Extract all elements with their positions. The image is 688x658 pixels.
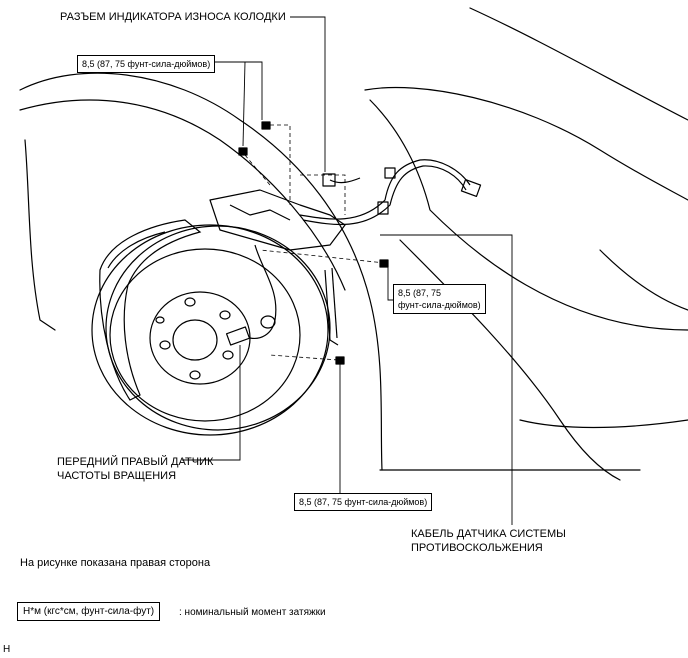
speed-sensor-label: ПЕРЕДНИЙ ПРАВЫЙ ДАТЧИК ЧАСТОТЫ ВРАЩЕНИЯ [57,456,214,482]
pad-wear-connector-label: РАЗЪЕМ ИНДИКАТОРА ИЗНОСА КОЛОДКИ [60,11,286,23]
knuckle-detail [229,204,291,221]
caliper [99,219,202,401]
lug-hole [184,297,196,307]
fender-inner [19,99,346,291]
speed-sensor [225,326,251,346]
body-line-1 [364,86,688,201]
speed-sensor-wire [249,244,277,340]
body-line-4 [599,249,688,311]
disc-outer [91,224,329,436]
legend-unit-box: Н*м (кгс*см, фунт-сила-фут) [17,602,161,621]
lug-hole [155,316,165,324]
hood-line [469,7,688,121]
leader-right-torque [387,264,393,301]
lug-hole [159,340,171,350]
lug-hole [219,310,231,320]
leader-top-torque [215,61,263,120]
cable-connector [460,179,482,197]
pad-wear-connector [322,173,336,187]
torque-box-bottom: 8,5 (87, 75 фунт-сила-дюймов) [294,493,433,511]
leader-skid-cable [380,234,513,525]
skid-cable-label: КАБЕЛЬ ДАТЧИКА СИСТЕМЫ ПРОТИВОСКОЛЬЖЕНИЯ [411,528,566,554]
leader-pad-wear [290,16,326,172]
cable-clip [377,201,389,215]
guide-dashed [259,249,386,264]
strut [324,269,339,346]
guide-dashed [269,354,339,361]
bolt-bottom [335,356,345,365]
cable-clip [384,167,396,179]
skid-cable-wire-2 [302,165,467,226]
guide-dashed [300,174,346,215]
disc-face [109,248,301,422]
lug-hole [189,370,201,380]
hub-ring [149,291,251,385]
torque-box-top: 8,5 (87, 75 фунт-сила-дюймов) [77,55,216,73]
bolt-top-2 [238,147,248,156]
leader-top-torque-2 [242,61,246,147]
strut-2 [331,267,338,339]
side-note: На рисунке показана правая сторона [20,557,211,569]
caliper-body [107,231,166,269]
bolt-right [379,259,389,268]
leader-speed-sensor [182,345,241,461]
fender-outline [19,72,383,471]
lug-hole [222,350,234,360]
corner-mark: H [3,644,11,655]
torque-box-right: 8,5 (87, 75 фунт-сила-дюймов) [393,284,486,314]
disc-edge [105,225,331,431]
legend-description: : номинальный момент затяжки [179,607,326,618]
hub-center [172,319,218,361]
body-line-2 [369,99,688,331]
arch-lip [24,139,56,331]
bumper-line [519,419,688,429]
knuckle [209,189,346,251]
guide-dashed [270,124,291,205]
sensor-grommet [260,315,276,329]
bolt-top-1 [261,121,271,130]
